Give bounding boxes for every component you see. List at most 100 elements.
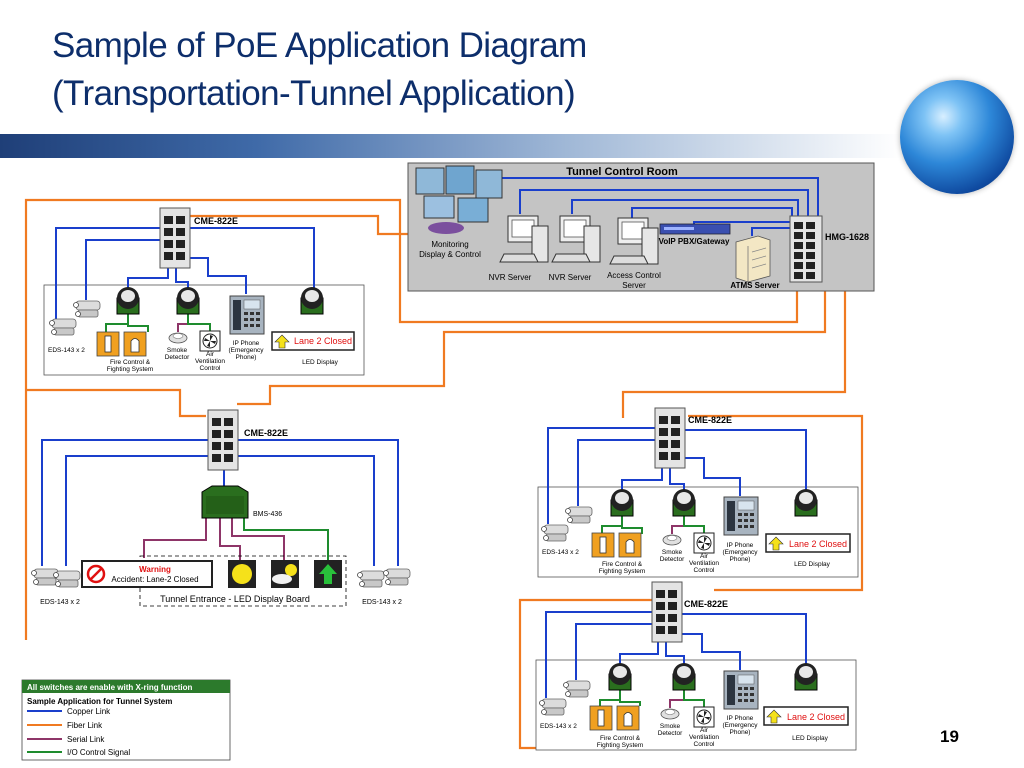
fire-label-line2: Fighting System	[597, 742, 644, 749]
phone-label-line1: IP Phone	[233, 340, 260, 347]
legend-item-label: Fiber Link	[67, 721, 103, 730]
bms-436-device-icon	[201, 485, 249, 519]
ip-bullet-camera-icon	[357, 570, 385, 588]
smoke-label-line2: Detector	[658, 730, 683, 737]
copper-link	[55, 227, 160, 320]
led-lane-closed-text: Lane 2 Closed	[789, 539, 847, 549]
copper-link	[238, 455, 375, 566]
switch-label: CME-822E	[244, 428, 288, 438]
copper-link	[85, 239, 160, 300]
ip-bullet-camera-icon	[383, 568, 411, 586]
copper-link	[238, 439, 399, 566]
switch-label: CME-822E	[684, 599, 728, 609]
copper-link	[577, 439, 655, 506]
voip-gateway-icon	[659, 223, 731, 235]
led-display-panel	[763, 706, 849, 726]
monitoring-display-icon	[415, 165, 503, 234]
eds-right-label: EDS-143 x 2	[362, 599, 402, 606]
nvr-server-label: NVR Server	[549, 273, 592, 282]
cme-822e-switch-icon	[654, 407, 686, 469]
legend-box	[21, 679, 231, 761]
phone-label-line1: IP Phone	[727, 715, 754, 722]
copper-link	[547, 427, 655, 524]
phone-label-line3: Phone)	[236, 354, 257, 361]
phone-label-line2: (Emergency	[722, 722, 758, 729]
legend-item-label: I/O Control Signal	[67, 748, 130, 757]
ip-phone-icon	[723, 496, 759, 536]
fiber-link	[190, 214, 410, 236]
smoke-label-line1: Smoke	[660, 723, 681, 730]
atms-server-icon	[735, 235, 771, 283]
copper-link	[669, 468, 685, 492]
smoke-label-line1: Smoke	[167, 347, 188, 354]
atms-server-label: ATMS Server	[730, 281, 779, 290]
ip-dome-camera-icon	[672, 662, 696, 691]
eds-label: EDS-143 x 2	[540, 723, 577, 730]
copper-link	[751, 227, 792, 236]
led-lane-closed-text: Lane 2 Closed	[787, 712, 845, 722]
io-link	[243, 518, 329, 560]
copper-link	[682, 633, 741, 670]
copper-link	[682, 613, 807, 666]
globe-icon	[900, 80, 1014, 194]
hmg-1628-label: HMG-1628	[825, 232, 869, 242]
ip-dome-camera-icon	[610, 488, 634, 517]
section1-copper-links	[55, 227, 315, 320]
ip-bullet-camera-icon	[539, 698, 567, 716]
serial-link	[219, 518, 241, 560]
eds-label: EDS-143 x 2	[542, 549, 579, 556]
section2-copper-links	[41, 439, 399, 566]
ip-dome-camera-icon	[794, 662, 818, 691]
air-label-line2: Ventilation	[195, 358, 225, 365]
switch-label: CME-822E	[688, 415, 732, 425]
io-link	[683, 516, 705, 534]
traffic-light-icon	[228, 560, 256, 588]
cme-822e-switch-icon	[651, 581, 683, 643]
eds-left-label: EDS-143 x 2	[40, 599, 80, 606]
entrance-board-label: Tunnel Entrance - LED Display Board	[160, 594, 310, 604]
eds-label: EDS-143 x 2	[48, 347, 85, 354]
ip-dome-camera-icon	[608, 662, 632, 691]
ip-bullet-camera-icon	[49, 318, 77, 336]
green-arrow-sign-icon	[314, 560, 342, 588]
phone-label-line1: IP Phone	[727, 542, 754, 549]
led-display-panel	[271, 331, 355, 351]
access-control-label-line1: Access Control	[607, 271, 661, 280]
smoke-label-line2: Detector	[165, 354, 190, 361]
copper-link	[41, 439, 208, 566]
led-display-label: LED Display	[302, 359, 339, 366]
ventilation-fan-icon	[693, 706, 715, 728]
io-link	[187, 314, 211, 332]
air-label-line3: Control	[694, 567, 716, 574]
section3-copper-links	[547, 427, 807, 524]
fire-label-line2: Fighting System	[599, 568, 646, 575]
smoke-detector-icon	[662, 534, 682, 546]
ip-dome-camera-icon	[672, 488, 696, 517]
io-link	[621, 516, 643, 534]
monitoring-label-line1: Monitoring	[431, 240, 468, 249]
section-box	[535, 659, 857, 751]
ip-bullet-camera-icon	[53, 570, 81, 588]
nvr-server-label: NVR Server	[489, 273, 532, 282]
copper-link	[65, 455, 208, 566]
legend-item-label: Serial Link	[67, 735, 105, 744]
phone-label-line3: Phone)	[730, 729, 751, 736]
ip-bullet-camera-icon	[563, 680, 591, 698]
smoke-detector-icon	[660, 708, 680, 720]
phone-label-line2: (Emergency	[722, 549, 758, 556]
copper-link	[685, 457, 741, 496]
bms-label: BMS-436	[253, 511, 282, 518]
led-display-label: LED Display	[794, 561, 831, 568]
section4-copper-links	[545, 611, 807, 698]
fiber-link	[518, 598, 652, 750]
ip-bullet-camera-icon	[73, 300, 101, 318]
fiber-links	[24, 198, 864, 750]
copper-link	[619, 642, 659, 666]
monitoring-label-line2: Display & Control	[419, 250, 481, 259]
air-label-line2: Ventilation	[689, 560, 719, 567]
fire-label-line1: Fire Control &	[602, 561, 643, 568]
warning-sign-panel	[81, 560, 213, 588]
copper-link	[621, 468, 663, 492]
fiber-link	[621, 236, 847, 418]
serial-link	[143, 518, 207, 558]
